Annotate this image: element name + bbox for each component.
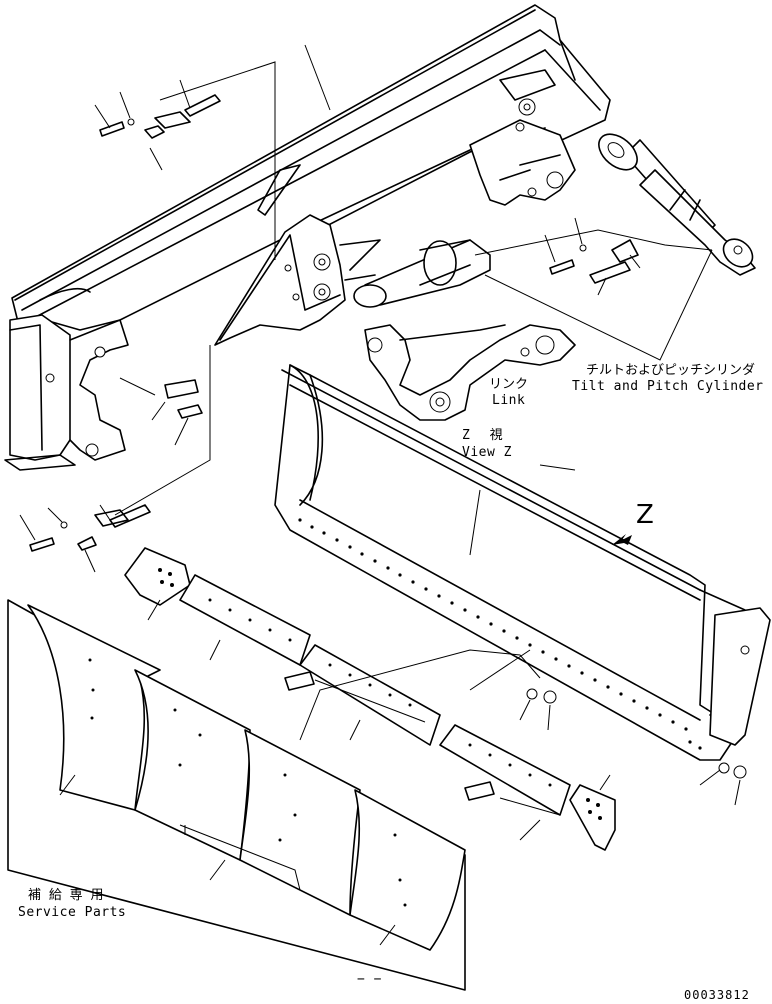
hardware-mid-left [164,379,203,419]
upper-frame [4,4,611,471]
hardware-cylinder-pin [549,239,639,284]
view-arrow-letter: Z [636,500,654,530]
link-part [364,324,576,421]
cutting-edge-2 [299,644,441,746]
quantity-dash: − − [357,972,382,987]
end-bit-right [569,784,616,851]
tilt-pitch-cylinder-label-en: Tilt and Pitch Cylinder [572,379,764,394]
blade-bolt-holes [298,518,702,750]
view-direction-arrow-icon [612,534,632,545]
blade [274,364,771,761]
view-z-label-jp: Z 視 [462,428,509,443]
cutting-edge-3 [439,724,571,816]
view-z-label-en: View Z [462,445,512,460]
end-bit-left [124,547,191,606]
drawing-number: 00033812 [684,988,750,1002]
link-label-jp: リンク [489,377,529,392]
service-parts-label-en: Service Parts [18,905,127,920]
hardware-blade-nuts [284,671,747,801]
service-parts-label-jp: 補 給 専 用 [28,888,104,903]
tilt-pitch-cylinder [353,133,756,308]
cutting-edge-1 [179,574,311,666]
hardware-lower-left [29,504,151,552]
leader-lines [19,44,741,946]
link-label-en: Link [492,393,526,408]
service-parts-group [7,599,466,991]
hardware-upper-left [99,94,221,139]
tilt-pitch-cylinder-label-jp: チルトおよびピッチシリンダ [586,363,756,378]
